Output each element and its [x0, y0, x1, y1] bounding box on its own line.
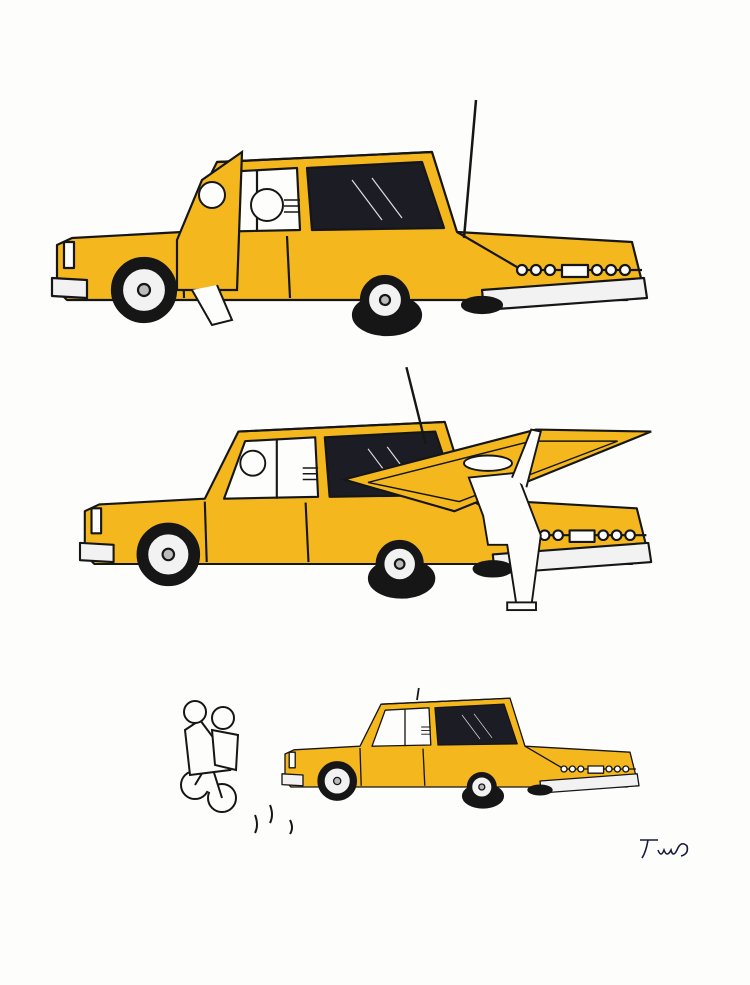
artist-signature — [640, 839, 689, 859]
taxi-car-1 — [50, 99, 649, 337]
antenna — [462, 99, 478, 239]
antenna — [405, 366, 427, 445]
taxi-car-3 — [281, 687, 640, 809]
couple-on-bicycle — [180, 700, 293, 835]
open-door — [175, 149, 244, 292]
driver — [198, 181, 226, 209]
passenger — [250, 188, 284, 222]
chauffeur — [463, 428, 542, 612]
taxi-car-2 — [78, 366, 653, 612]
